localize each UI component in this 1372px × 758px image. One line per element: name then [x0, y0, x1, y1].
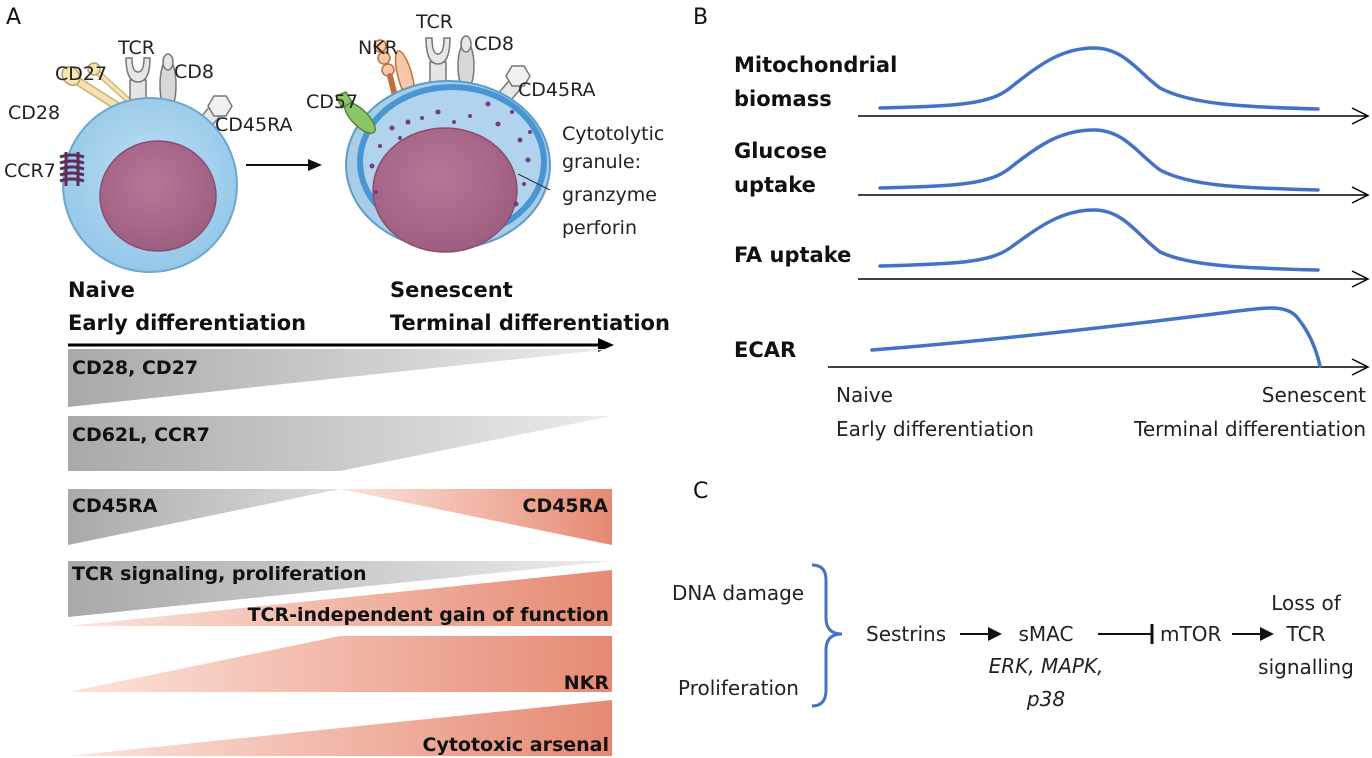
label-fa-uptake: FA uptake	[734, 243, 851, 267]
cd57-receptor	[334, 91, 376, 134]
cytolytic-granules	[369, 101, 532, 207]
label-cd45ra-right: CD45RA	[523, 495, 609, 517]
label-cd45ra-left: CD45RA	[72, 495, 158, 517]
cd28-receptor	[61, 66, 125, 113]
axis-a-arrow	[68, 338, 614, 352]
naive-nucleus	[99, 140, 217, 252]
smac-sub-2: p38	[1026, 687, 1065, 711]
axis-a-right-2: Terminal differentiation	[390, 311, 670, 335]
label-cd27: CD27	[55, 63, 107, 85]
cd27-receptor	[87, 62, 131, 103]
panel-c-letter: C	[693, 479, 708, 504]
bar-cytotoxic	[68, 700, 612, 756]
x-left-1: Naive	[836, 383, 893, 407]
curve-ecar	[870, 306, 1322, 368]
label-ccr7: CCR7	[4, 160, 56, 182]
outcome-2: TCR	[1286, 622, 1326, 646]
outcome-1: Loss of	[1271, 591, 1341, 615]
bar-cd62l-ccr7	[68, 416, 612, 471]
granule-pointer	[517, 173, 551, 191]
label-mito-1: Mitochondrial	[734, 53, 897, 77]
label-granule-2: granule:	[562, 151, 641, 173]
label-nkr: NKR	[358, 37, 398, 59]
panel-b-axes	[828, 107, 1370, 376]
label-nkr-bar: NKR	[564, 672, 610, 694]
label-granule-1: Cytotolytic	[562, 123, 664, 145]
input-proliferation: Proliferation	[678, 676, 799, 700]
label-granule-4: perforin	[562, 217, 637, 239]
senescent-nucleus	[372, 127, 518, 253]
label-cd62l-ccr7: CD62L, CCR7	[72, 424, 210, 446]
cd8-receptor-senescent	[457, 35, 475, 91]
bar-tcr-signaling	[68, 561, 612, 617]
label-ecar: ECAR	[734, 338, 796, 362]
bar-cd45ra-right	[340, 489, 612, 545]
input-brace	[811, 563, 843, 708]
differentiation-arrow	[246, 159, 322, 171]
label-tcr-senescent: TCR	[415, 11, 453, 33]
label-glucose-1: Glucose	[734, 139, 827, 163]
senescent-t-cell	[334, 35, 551, 253]
label-cd45ra-naive: CD45RA	[215, 114, 293, 136]
x-right-1: Senescent	[1262, 383, 1366, 407]
panel-a-letter: A	[6, 5, 21, 30]
label-tcr-independent: TCR-independent gain of function	[248, 604, 609, 626]
axis-a-left-2: Early differentiation	[68, 311, 306, 335]
label-granule-3: granzyme	[562, 184, 657, 206]
label-tcr-naive: TCR	[117, 37, 155, 59]
label-cd8-senescent: CD8	[474, 33, 514, 55]
ccr7-receptor	[59, 152, 85, 186]
label-mito-2: biomass	[734, 87, 832, 111]
label-tcr-signaling: TCR signaling, proliferation	[72, 563, 366, 585]
axis-a-right-1: Senescent	[390, 278, 513, 302]
smac-sub-1: ERK, MAPK,	[989, 654, 1104, 678]
curve-mito-biomass	[878, 46, 1320, 111]
curve-fa-uptake	[878, 208, 1320, 272]
panel-b-letter: B	[693, 5, 708, 30]
bar-cd45ra-left	[68, 489, 340, 545]
label-glucose-2: uptake	[734, 173, 816, 197]
inhibit-smac-mtor	[1098, 624, 1154, 644]
x-left-2: Early differentiation	[836, 417, 1034, 441]
outcome-3: signalling	[1258, 655, 1354, 679]
label-cd45ra-senescent: CD45RA	[518, 79, 596, 101]
label-cd8-naive: CD8	[174, 61, 214, 83]
label-cd28-cd27: CD28, CD27	[72, 357, 198, 379]
node-mtor: mTOR	[1160, 622, 1221, 646]
naive-t-cell	[59, 53, 238, 273]
label-cd57: CD57	[306, 91, 358, 113]
arrow-mtor-outcome	[1232, 627, 1274, 641]
label-cd28: CD28	[8, 102, 60, 124]
curve-glucose-uptake	[878, 128, 1320, 192]
x-right-2: Terminal differentiation	[1133, 417, 1366, 441]
label-cytotoxic: Cytotoxic arsenal	[423, 734, 610, 756]
arrow-sestrins-smac	[960, 627, 1002, 641]
node-sestrins: Sestrins	[866, 622, 946, 646]
bar-tcr-independent	[68, 570, 612, 626]
input-dna-damage: DNA damage	[672, 581, 804, 605]
bar-nkr	[68, 636, 612, 692]
axis-a-left-1: Naive	[68, 278, 135, 302]
node-smac: sMAC	[1019, 622, 1074, 646]
bar-cd28-cd27	[68, 349, 612, 407]
